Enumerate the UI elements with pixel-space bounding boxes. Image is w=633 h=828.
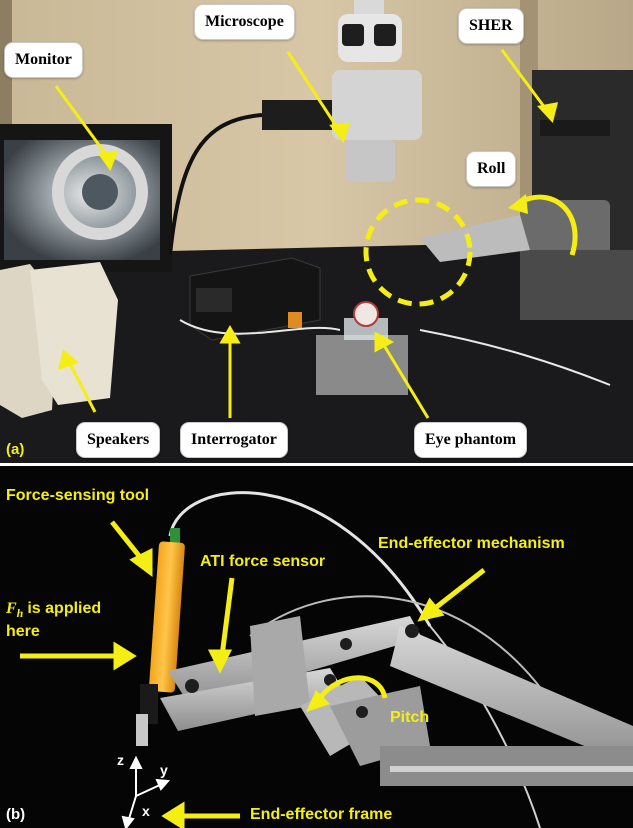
axis-z-head [129, 755, 143, 769]
pitch-arrow [317, 675, 388, 700]
label-force-sensing-tool: Force-sensing tool [6, 487, 150, 504]
arrowhead-microscope [329, 122, 351, 144]
arrowhead-fh [113, 641, 137, 671]
arrowhead-end-effector-frame [161, 801, 185, 828]
pivot-joint [405, 624, 419, 638]
force-sensing-tool-handle [148, 541, 185, 693]
arrowhead-ati [207, 649, 233, 674]
screen-eye-center [82, 174, 118, 210]
microscope-body [332, 70, 422, 140]
label-microscope: Microscope [194, 4, 295, 40]
camera-cable [168, 113, 263, 256]
label-pitch: Pitch [390, 709, 430, 726]
mechanism-long-arm [390, 626, 633, 766]
axis-y-label: y [160, 762, 168, 778]
phantom-stage [316, 335, 408, 395]
eyepiece-right [374, 24, 396, 46]
label-roll: Roll [466, 151, 517, 187]
eye-phantom-ball [353, 301, 379, 327]
arrow-ati [219, 577, 235, 657]
panel-a-tag: (a) [6, 441, 25, 458]
label-ati-force-sensor: ATI force sensor [200, 553, 326, 570]
sher-base-stage [520, 250, 633, 320]
sher-arm [420, 215, 530, 262]
axis-y-line [135, 783, 163, 797]
panel-divider [0, 463, 633, 466]
label-eye-phantom: Eye phantom [414, 422, 528, 458]
panel-b-scene [20, 491, 633, 828]
pivot-joint [356, 706, 368, 718]
label-sher: SHER [458, 8, 524, 44]
label-end-effector-frame: End-effector frame [250, 806, 393, 823]
axis-x-label: x [142, 803, 150, 819]
fh-line1: is applied [27, 600, 102, 617]
arrow-sher [500, 49, 550, 113]
screen-eye-ring [52, 144, 148, 240]
interrogator-tag [288, 312, 302, 328]
axis-x-head [121, 815, 135, 828]
arrowhead-monitor [97, 150, 119, 172]
arrowhead-speakers [57, 349, 79, 371]
arrowhead-interrogator [219, 324, 241, 344]
arrowhead-eye-phantom [374, 331, 395, 353]
panel-b-photo: Force-sensing tool Fh is applied here AT… [0, 466, 633, 828]
microscope-top [354, 0, 384, 16]
label-fh: Fh is applied [6, 600, 101, 621]
eyepiece-left [342, 24, 364, 46]
speaker-right [30, 262, 118, 405]
arrow-eye-phantom [380, 341, 430, 419]
fh-subscript: h [16, 606, 24, 621]
tool-cable [168, 491, 432, 627]
label-interrogator: Interrogator [180, 422, 288, 458]
interrogator-port [196, 288, 232, 312]
arrowhead-force-tool [129, 547, 153, 577]
tool-connector [170, 528, 180, 546]
arrow-end-effector-mechanism [428, 568, 486, 614]
pitch-arrowhead [306, 690, 330, 712]
arrowhead-sher [537, 102, 559, 124]
label-end-effector-mechanism: End-effector mechanism [378, 535, 565, 552]
tool-tip [136, 714, 148, 746]
sher-robot-badge [540, 120, 610, 136]
microscope-objective [345, 140, 395, 182]
microscope-camera [262, 100, 332, 130]
panel-b-tag: (b) [6, 806, 26, 823]
pivot-joint [185, 679, 199, 693]
label-fh-here: here [6, 623, 40, 640]
label-monitor: Monitor [4, 42, 83, 78]
roll-arrowhead [508, 194, 528, 214]
roll-arrow [518, 194, 578, 256]
fiber-cable [179, 319, 341, 335]
axis-y-head [155, 778, 171, 791]
arrowhead-end-effector-mechanism [417, 597, 445, 622]
linear-stage-rail [390, 766, 633, 772]
fiber-cable [419, 329, 611, 386]
label-speakers: Speakers [76, 422, 161, 458]
ati-force-sensor-body [250, 616, 310, 716]
panel-a-scene [0, 0, 633, 463]
arrow-monitor [54, 85, 112, 161]
arrow-speakers [66, 359, 97, 413]
fh-symbol: F [6, 600, 17, 617]
pivot-joint [340, 638, 352, 650]
axis-z-label: z [117, 752, 124, 768]
highlight-circle [363, 197, 473, 307]
sher-roll-joint [520, 200, 610, 260]
arrow-microscope [286, 51, 342, 133]
panel-a-photo: Monitor Microscope SHER Roll Speakers In… [0, 0, 633, 463]
sensor-cable [249, 595, 561, 717]
